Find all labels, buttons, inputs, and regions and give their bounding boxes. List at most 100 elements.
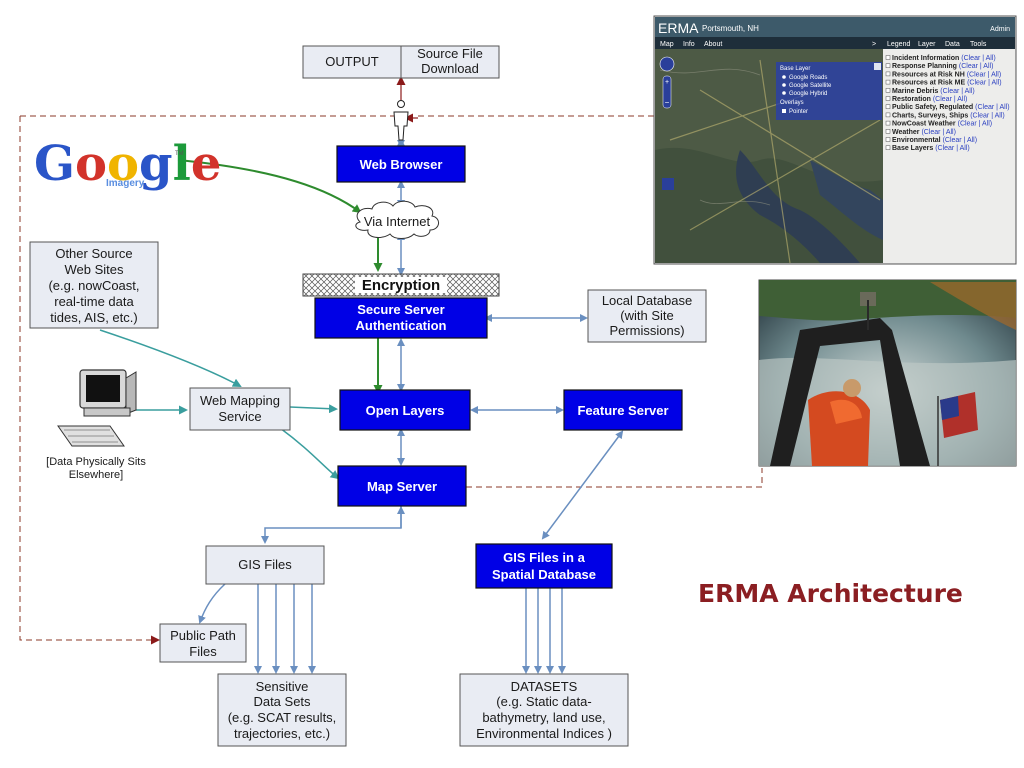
menu-layer[interactable]: Layer [918, 41, 936, 48]
menu-legend[interactable]: Legend [887, 41, 910, 48]
layer-item[interactable]: Resources at Risk ME (Clear | All) [885, 79, 1002, 87]
layer-expand-icon[interactable] [885, 79, 891, 85]
base-layer-title: Base Layer [780, 66, 810, 72]
user-person-icon [393, 100, 409, 141]
layer-name[interactable]: Base Layers (Clear | All) [892, 145, 970, 152]
layer-clear-all-links[interactable]: (Clear | All) [921, 129, 956, 136]
public-path-line-2: Files [189, 644, 217, 659]
layer-clear-all-links[interactable]: (Clear | All) [967, 80, 1002, 87]
via-internet-label: Via Internet [364, 214, 431, 229]
source-file-label-2: Download [421, 61, 479, 76]
layer-name[interactable]: Weather (Clear | All) [892, 129, 956, 136]
layer-clear-all-links[interactable]: (Clear | All) [961, 55, 996, 62]
layer-clear-all-links[interactable]: (Clear | All) [975, 104, 1010, 111]
local-db-line-3: Permissions) [609, 323, 684, 338]
via-internet-cloud: Via Internet [355, 200, 439, 239]
layer-expand-icon[interactable] [885, 55, 891, 60]
other-sources-line-5: tides, AIS, etc.) [50, 310, 137, 325]
layer-expand-icon[interactable] [885, 104, 891, 109]
diagram-title: ERMA Architecture [698, 579, 963, 608]
layer-clear-all-links[interactable]: (Clear | All) [959, 63, 994, 70]
feature-server-label: Feature Server [577, 403, 668, 418]
web-mapping-service-node: Web Mapping Service [189, 387, 291, 431]
layer-name[interactable]: Charts, Surveys, Ships (Clear | All) [892, 112, 1005, 119]
layer-item[interactable]: Marine Debris (Clear | All) [885, 88, 975, 95]
layer-clear-all-links[interactable]: (Clear | All) [933, 96, 968, 103]
secure-server-node: Secure Server Authentication [314, 297, 488, 339]
map-zoom-box-icon[interactable] [662, 178, 674, 190]
layer-name[interactable]: Incident Information (Clear | All) [892, 55, 996, 62]
layer-item[interactable]: Response Planning (Clear | All) [885, 63, 993, 70]
output-node: OUTPUT Source File Download [302, 45, 500, 79]
web-browser-label: Web Browser [360, 157, 443, 172]
layer-item[interactable]: NowCoast Weather (Clear | All) [885, 120, 992, 128]
layer-name[interactable]: Resources at Risk NH (Clear | All) [892, 71, 1001, 78]
sensitive-line-1: Sensitive [256, 679, 309, 694]
overlays-title: Overlays [780, 100, 804, 106]
layer-item[interactable]: Weather (Clear | All) [885, 129, 956, 136]
erma-admin-link[interactable]: Admin [990, 26, 1010, 33]
layer-clear-all-links[interactable]: (Clear | All) [940, 88, 975, 95]
layer-item[interactable]: Base Layers (Clear | All) [885, 145, 970, 152]
spatial-db-line-1: GIS Files in a [503, 550, 585, 565]
menu-info[interactable]: Info [683, 41, 695, 48]
layer-item[interactable]: Restoration (Clear | All) [885, 96, 967, 103]
menu-arrow[interactable]: > [872, 41, 876, 48]
layer-expand-icon[interactable] [885, 129, 891, 134]
data-elsewhere-line-2: Elsewhere] [69, 469, 123, 481]
layer-expand-icon[interactable] [885, 71, 891, 77]
base-layer-option-1[interactable]: Google Roads [789, 75, 827, 81]
satellite-map-texture [655, 59, 883, 264]
sensitive-line-3: (e.g. SCAT results, [228, 710, 337, 725]
erma-app-title: ERMA [658, 20, 699, 36]
spatial-db-node: GIS Files in a Spatial Database [475, 543, 613, 589]
public-path-line-1: Public Path [170, 628, 236, 643]
layer-item[interactable]: Public Safety, Regulated (Clear | All) [885, 104, 1010, 111]
layer-name[interactable]: Resources at Risk ME (Clear | All) [892, 80, 1002, 87]
panel-minimize-icon[interactable] [874, 63, 881, 70]
menu-data[interactable]: Data [945, 41, 960, 48]
layer-clear-all-links[interactable]: (Clear | All) [958, 121, 993, 128]
menu-about[interactable]: About [704, 41, 722, 48]
other-sources-line-3: (e.g. nowCoast, [48, 278, 139, 293]
secure-server-label-1: Secure Server [357, 302, 444, 317]
layer-clear-all-links[interactable]: (Clear | All) [943, 137, 978, 144]
svg-text:−: − [665, 98, 670, 107]
layer-item[interactable]: Resources at Risk NH (Clear | All) [885, 71, 1001, 78]
map-pan-zoom-control[interactable]: + − [659, 56, 675, 109]
layer-item[interactable]: Environmental (Clear | All) [885, 137, 977, 144]
menu-map[interactable]: Map [660, 41, 674, 48]
svg-text:TM: TM [175, 151, 184, 157]
layer-expand-icon[interactable] [885, 137, 891, 142]
layer-expand-icon[interactable] [885, 63, 891, 68]
base-layer-panel: Base Layer Google Roads Google Satellite… [776, 62, 882, 120]
layer-clear-all-links[interactable]: (Clear | All) [935, 145, 970, 152]
layer-name[interactable]: Restoration (Clear | All) [892, 96, 967, 103]
layer-item[interactable]: Incident Information (Clear | All) [885, 55, 996, 62]
layer-name[interactable]: NowCoast Weather (Clear | All) [892, 121, 992, 128]
base-layer-option-2[interactable]: Google Satellite [789, 83, 832, 89]
layer-clear-all-links[interactable]: (Clear | All) [967, 71, 1002, 78]
layer-name[interactable]: Public Safety, Regulated (Clear | All) [892, 104, 1010, 111]
open-layers-label: Open Layers [366, 403, 445, 418]
menu-tools[interactable]: Tools [970, 41, 987, 48]
layer-expand-icon[interactable] [885, 112, 891, 118]
layer-expand-icon[interactable] [885, 88, 891, 93]
layer-name[interactable]: Environmental (Clear | All) [892, 137, 977, 144]
layer-expand-icon[interactable] [885, 145, 891, 150]
erma-screenshot: ERMA Portsmouth, NH Admin Map Info About… [653, 15, 1017, 265]
layer-name[interactable]: Response Planning (Clear | All) [892, 63, 993, 70]
layer-name[interactable]: Marine Debris (Clear | All) [892, 88, 975, 95]
base-layer-option-3[interactable]: Google Hybrid [789, 91, 827, 97]
layer-expand-icon[interactable] [885, 120, 891, 126]
layer-expand-icon[interactable] [885, 96, 891, 101]
layer-clear-all-links[interactable]: (Clear | All) [970, 112, 1005, 119]
erma-location: Portsmouth, NH [702, 24, 759, 33]
google-imagery-sub: Imagery [106, 178, 145, 189]
encryption-label: Encryption [362, 277, 440, 294]
local-database-node: Local Database (with Site Permissions) [587, 289, 707, 343]
encryption-bar: Encryption [302, 273, 500, 297]
overlay-option-1[interactable]: Pointer [789, 109, 808, 115]
layer-item[interactable]: Charts, Surveys, Ships (Clear | All) [885, 112, 1005, 119]
